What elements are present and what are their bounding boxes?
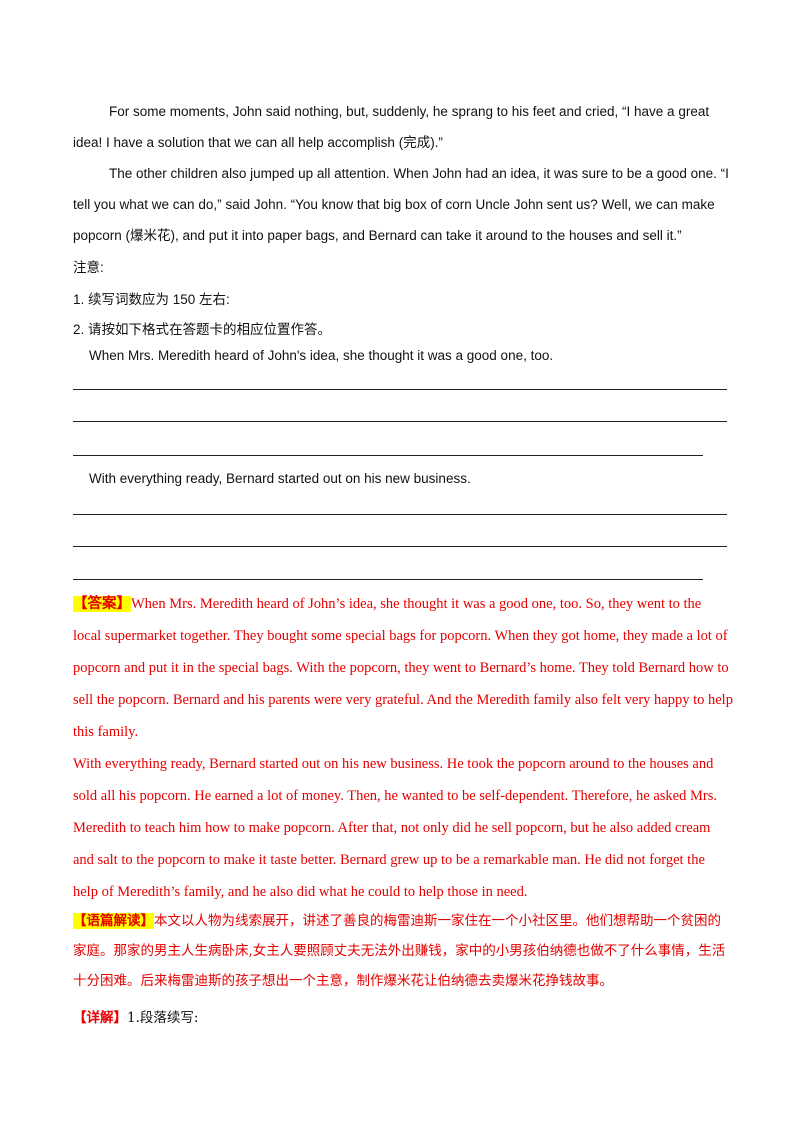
answer-paragraph-2: With everything ready, Bernard started o… <box>73 756 717 900</box>
writing-line <box>73 389 727 390</box>
answer-tag: 【答案】 <box>73 596 131 612</box>
answer-paragraph-1: 【答案】When Mrs. Meredith heard of John’s i… <box>73 588 733 748</box>
analysis-text: 本文以人物为线索展开，讲述了善良的梅雷迪斯一家住在一个小社区里。他们想帮助一个贫… <box>73 913 726 989</box>
analysis-tag: 【语篇解读】 <box>73 913 154 929</box>
writing-line <box>73 546 727 547</box>
analysis-paragraph: 【语篇解读】本文以人物为线索展开，讲述了善良的梅雷迪斯一家住在一个小社区里。他们… <box>73 906 733 996</box>
detail-line: 【详解】1.段落续写: <box>73 1006 198 1026</box>
prompt-first: When Mrs. Meredith heard of John's idea,… <box>89 348 554 363</box>
writing-line <box>73 514 727 515</box>
detail-tag: 【详解】 <box>73 1010 127 1026</box>
notes-item-1: 1. 续写词数应为 150 左右: <box>73 292 230 307</box>
writing-line <box>73 579 703 580</box>
notes-item-2: 2. 请按如下格式在答题卡的相应位置作答。 <box>73 322 332 337</box>
story-paragraph-2: The other children also jumped up all at… <box>73 166 729 243</box>
detail-text: 1.段落续写: <box>127 1010 199 1026</box>
writing-line <box>73 455 703 456</box>
prompt-second: With everything ready, Bernard started o… <box>89 471 471 486</box>
story-paragraph-1: For some moments, John said nothing, but… <box>73 104 710 150</box>
answer-text-1: When Mrs. Meredith heard of John’s idea,… <box>73 596 733 740</box>
writing-line <box>73 421 727 422</box>
notes-heading: 注意: <box>73 260 104 275</box>
